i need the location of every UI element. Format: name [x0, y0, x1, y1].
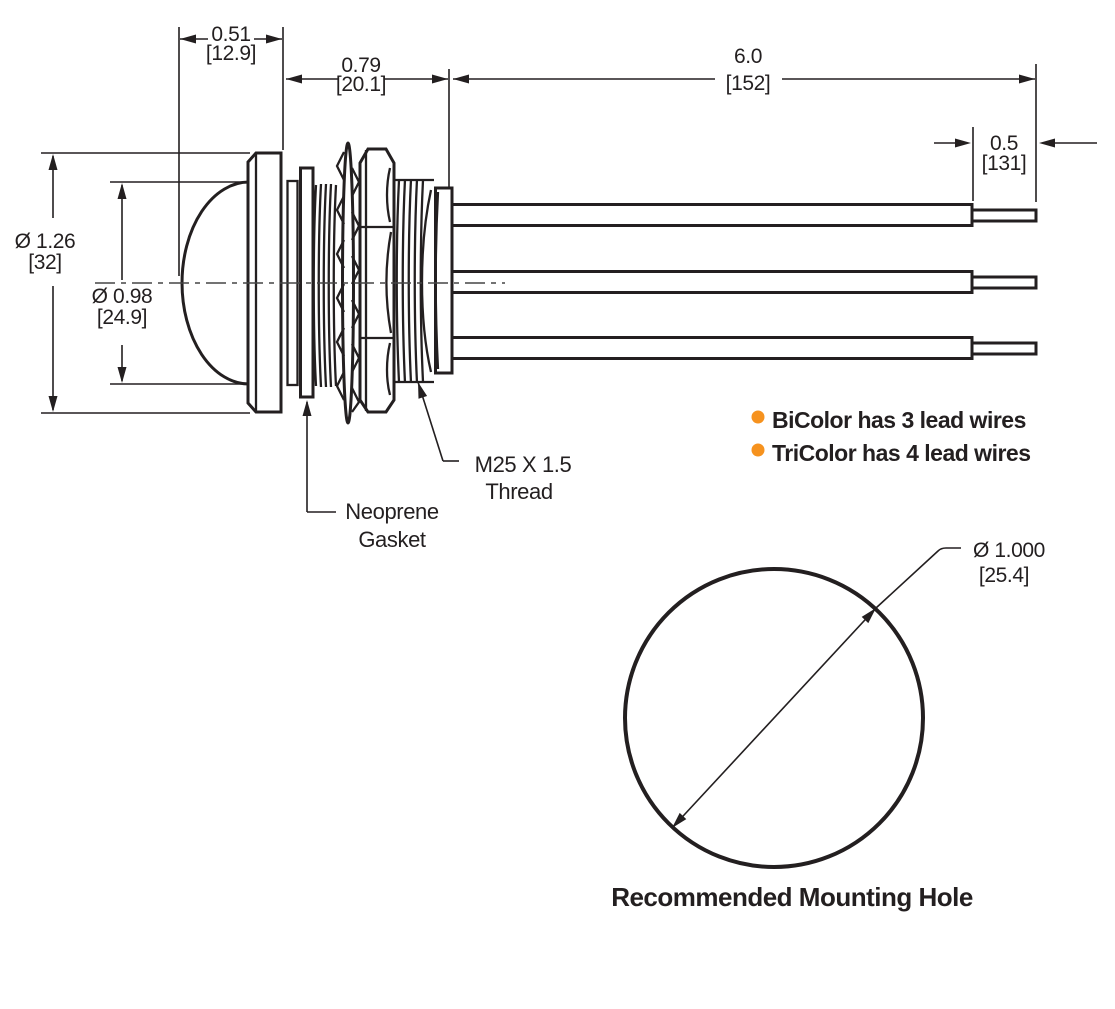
hex-chamfer-arc — [385, 167, 392, 223]
note-tricolor: TriColor has 4 lead wires — [772, 440, 1031, 466]
note-bicolor: BiColor has 3 lead wires — [772, 407, 1026, 433]
thread-crest — [413, 178, 419, 384]
arrowhead — [302, 400, 312, 416]
dim-text-inches: 6.0 — [734, 45, 762, 68]
wire-insulation — [450, 203, 974, 227]
dim-text-mm: [131] — [982, 152, 1027, 175]
dim-text-inches: Ø 0.98 — [92, 285, 153, 308]
bullet-icon — [751, 410, 765, 424]
hex-nut-outline — [358, 147, 396, 414]
arrowhead — [432, 74, 448, 84]
gasket-word-label: Gasket — [358, 527, 426, 552]
thread-crest — [407, 178, 413, 384]
dim-bezel-diameter: Ø 1.26 [32] — [15, 152, 250, 414]
dim-strip-length: 0.5 [131] — [934, 127, 1097, 201]
arrowhead — [453, 74, 469, 84]
dim-text-mm: [152] — [726, 72, 771, 95]
thread-crest — [332, 184, 338, 387]
arrowhead — [955, 138, 971, 148]
dim-text-inches: 0.5 — [990, 132, 1018, 155]
mounting-hole-circle — [623, 567, 925, 869]
lead-wire-middle — [450, 270, 1038, 294]
mounting-hole-caption: Recommended Mounting Hole — [611, 882, 973, 912]
wire-stripped-tip — [970, 208, 1038, 223]
arrowhead — [117, 183, 127, 199]
arrowhead — [48, 396, 58, 412]
arrowhead — [861, 608, 876, 624]
thread-spec-label: M25 X 1.5 — [475, 452, 572, 477]
thread-crest — [395, 179, 401, 383]
arrowhead — [286, 74, 302, 84]
diameter-line — [671, 607, 877, 829]
dim-text-inches: 0.51 — [211, 23, 250, 46]
arrowhead — [418, 382, 428, 399]
arrowhead — [1039, 138, 1055, 148]
lead-wires — [450, 203, 1038, 360]
dim-text-mm: [25.4] — [979, 564, 1029, 587]
thread-crest — [322, 183, 328, 388]
rear-housing-arc — [434, 191, 440, 370]
arrowhead — [180, 34, 196, 44]
dim-text-mm: [12.9] — [206, 42, 256, 65]
indicator-side-view — [95, 141, 1038, 425]
thread-crest — [401, 178, 407, 384]
dim-text-mm: [20.1] — [336, 73, 386, 96]
dim-thread-length: 0.79 [20.1] — [286, 54, 448, 96]
wire-insulation — [450, 270, 974, 294]
dim-lens-diameter: Ø 0.98 [24.9] — [92, 181, 246, 385]
dim-lead-length: 6.0 [152] — [448, 45, 1037, 202]
hex-chamfer-arc — [385, 342, 392, 396]
arrowhead — [1019, 74, 1035, 84]
dim-text-inches: Ø 1.000 — [973, 539, 1045, 562]
dim-text-mm: [32] — [28, 251, 61, 274]
thread-crest — [317, 183, 323, 388]
arrowhead — [117, 367, 127, 383]
bullet-icon — [751, 443, 765, 457]
lead-wire-bottom — [450, 336, 1038, 360]
wire-stripped-tip — [970, 275, 1038, 290]
gasket-material-label: Neoprene — [345, 499, 439, 524]
hex-chamfer-arc — [385, 231, 393, 334]
washer-teeth-left — [335, 151, 346, 401]
dim-bezel-depth: 0.51 [12.9] — [178, 23, 284, 276]
thread-word-label: Thread — [485, 479, 552, 504]
wire-insulation — [450, 336, 974, 360]
gasket-callout: Neoprene Gasket — [302, 400, 439, 552]
rear-housing — [434, 186, 454, 375]
leader-line — [875, 547, 961, 609]
thread-crest — [419, 179, 425, 383]
arrowhead — [48, 154, 58, 170]
hex-nut — [358, 147, 396, 414]
mounting-hole-view: Ø 1.000 [25.4] Recommended Mounting Hole — [611, 539, 1045, 912]
thread-section-front — [312, 183, 338, 388]
arrowhead — [266, 34, 282, 44]
thread-callout: M25 X 1.5 Thread — [417, 381, 572, 504]
dim-text-inches: 0.79 — [341, 54, 380, 77]
arrowhead — [672, 812, 687, 828]
dim-text-inches: Ø 1.26 — [15, 230, 76, 253]
thread-crest — [327, 183, 333, 388]
wire-stripped-tip — [970, 341, 1038, 356]
lead-wire-top — [450, 203, 1038, 227]
thread-crest — [312, 184, 318, 387]
thread-runout-arc — [420, 189, 433, 373]
thread-section-rear — [394, 178, 434, 384]
lead-wire-notes: BiColor has 3 lead wires TriColor has 4 … — [751, 407, 1031, 466]
dim-text-mm: [24.9] — [97, 306, 147, 329]
